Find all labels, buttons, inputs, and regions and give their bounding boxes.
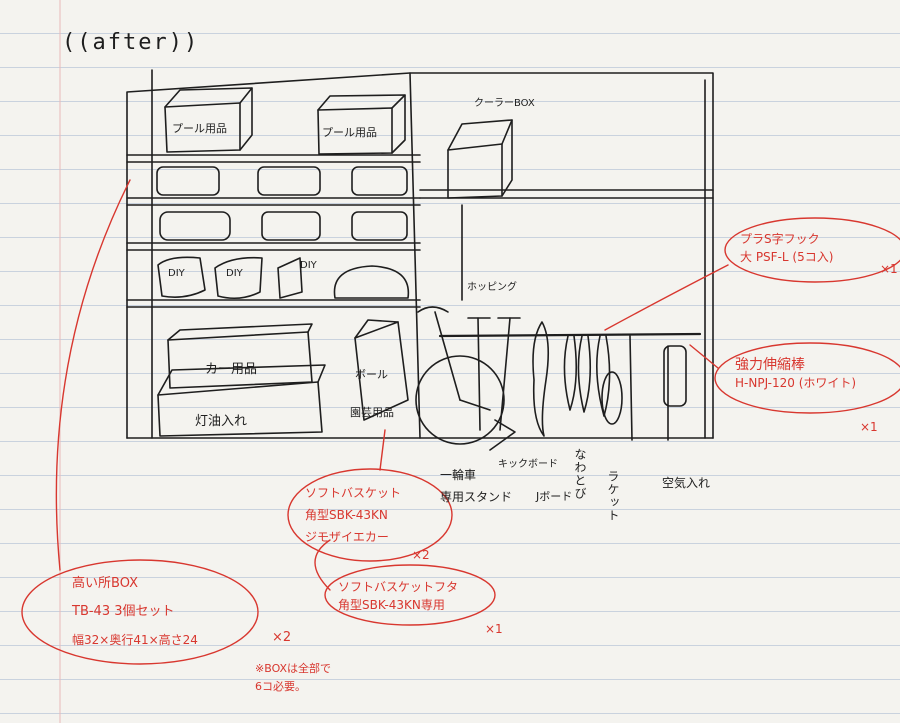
label-diy-1: DIY (168, 268, 185, 279)
label-jump-rope: なわとび (573, 448, 587, 500)
racket-1 (596, 335, 611, 417)
note-hook-line-2: 大 PSF-L (5コ入) (740, 250, 834, 264)
label-ball: ボール (355, 368, 388, 381)
note-lid-qty: ×1 (485, 622, 503, 636)
leader-basket (379, 429, 386, 471)
leader-hook (604, 264, 729, 331)
note-rod-qty: ×1 (860, 420, 878, 434)
label-kickboard: キックボード (498, 459, 558, 470)
bubble-lid (324, 564, 496, 626)
note-basket-line-1: ソフトバスケット (305, 486, 402, 500)
label-cooler: クーラーBOX (474, 98, 535, 109)
note-box-remark-line-2: 6コ必要。 (255, 680, 306, 693)
note-rod-line-2: H-NPJ-120 (ホワイト) (735, 376, 857, 390)
note-rod: 強力伸縮棒 H-NPJ-120 (ホワイト) (735, 356, 856, 392)
diy-tray-3 (277, 257, 303, 299)
label-car: カー用品 (205, 362, 258, 377)
note-box-line-1: 高い所BOX (72, 576, 138, 591)
note-hook-line-1: プラS字フック (740, 232, 820, 246)
diy-tray-1 (157, 256, 206, 298)
note-lid: ソフトバスケットフタ 角型SBK-43KN専用 (338, 578, 458, 614)
note-box-qty: ×2 (272, 630, 292, 645)
note-box: 高い所BOX TB-43 3個セット 幅32×奥行41×高さ24 (72, 570, 198, 654)
basket-2 (257, 166, 321, 196)
diy-tray-2 (214, 256, 263, 300)
kerosene-box (157, 381, 323, 437)
label-air: 空気入れ (662, 476, 711, 490)
jump-rope-1 (563, 335, 578, 411)
leader-box (55, 179, 131, 571)
label-hopping: ホッピング (467, 282, 517, 293)
label-pool-1: プール用品 (172, 122, 227, 135)
note-lid-line-1: ソフトバスケットフタ (338, 580, 459, 594)
label-food: 園芸用品 (350, 406, 394, 419)
basket-6 (351, 211, 408, 241)
note-rod-line-1: 強力伸縮棒 (735, 357, 805, 373)
leader-rod (689, 344, 719, 369)
unicycle-wheel (415, 355, 505, 445)
bubble-rod (714, 342, 900, 414)
note-basket: ソフトバスケット 角型SBK-43KN ジモザイエカー (305, 482, 401, 548)
hopping-stick (477, 317, 481, 431)
ball-basket (354, 321, 409, 421)
jump-rope-2 (577, 335, 592, 413)
note-basket-line-3: ジモザイエカー (305, 530, 389, 544)
note-basket-line-2: 角型SBK-43KN (305, 508, 388, 522)
center-post (409, 72, 421, 439)
note-hook: プラS字フック 大 PSF-L (5コ入) (740, 230, 833, 266)
basket-3 (351, 166, 408, 196)
bubble-hook (724, 217, 900, 283)
bubble-basket (287, 468, 453, 562)
j-board (532, 321, 550, 437)
label-diy-2: DIY (226, 268, 243, 279)
note-box-remark-line-1: ※BOXは全部で (255, 662, 332, 675)
note-hook-qty: ×1 (880, 262, 898, 276)
note-box-line-2: TB-43 3個セット (72, 604, 175, 619)
note-box-remark: ※BOXは全部で 6コ必要。 (255, 660, 331, 696)
bubble-box (21, 559, 259, 665)
label-pool-2: プール用品 (322, 126, 377, 139)
annotation-lines (21, 179, 900, 665)
note-basket-qty: ×2 (412, 548, 430, 562)
racket-2 (601, 371, 623, 425)
label-racket: ラケット (606, 470, 620, 522)
basket-4 (159, 211, 231, 241)
label-kerosene: 灯油入れ (195, 414, 248, 429)
bag (333, 265, 410, 299)
basket-1 (156, 166, 220, 196)
page-title: ((after)) (62, 30, 200, 55)
basket-5 (261, 211, 321, 241)
unicycle-seat (417, 306, 449, 313)
note-lid-line-2: 角型SBK-43KN専用 (338, 598, 445, 612)
label-jboard: Jボード (536, 490, 573, 503)
shelf-drawing (126, 69, 714, 451)
note-box-line-3: 幅32×奥行41×高さ24 (72, 633, 198, 647)
label-bike-stand: 一輪車 専用スタンド (440, 468, 513, 504)
label-diy-3: DIY (300, 260, 317, 271)
kickboard (499, 317, 511, 431)
tension-rod (438, 332, 702, 338)
